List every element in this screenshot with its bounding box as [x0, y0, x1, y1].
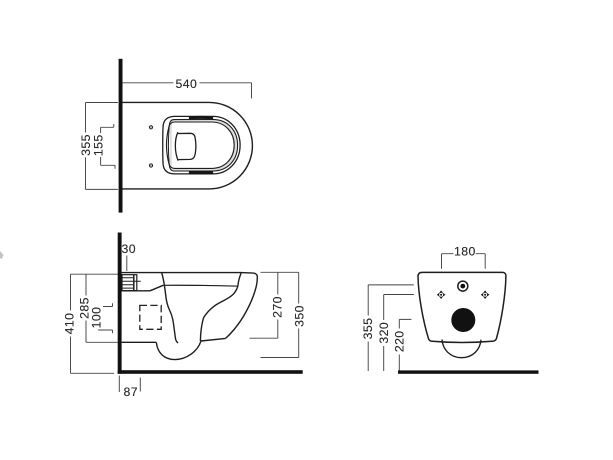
svg-text:410: 410: [63, 313, 77, 335]
svg-text:220: 220: [392, 330, 406, 352]
svg-text:155: 155: [91, 134, 105, 156]
svg-text:540: 540: [176, 77, 198, 91]
svg-text:285: 285: [78, 297, 92, 319]
svg-text:350: 350: [293, 305, 307, 327]
svg-text:270: 270: [271, 296, 285, 318]
svg-text:180: 180: [454, 244, 476, 258]
svg-text:30: 30: [122, 242, 136, 256]
svg-text:320: 320: [377, 322, 391, 344]
svg-text:100: 100: [90, 307, 104, 329]
svg-text:87: 87: [124, 385, 138, 399]
svg-text:355: 355: [361, 318, 375, 340]
svg-text:355: 355: [79, 134, 93, 156]
